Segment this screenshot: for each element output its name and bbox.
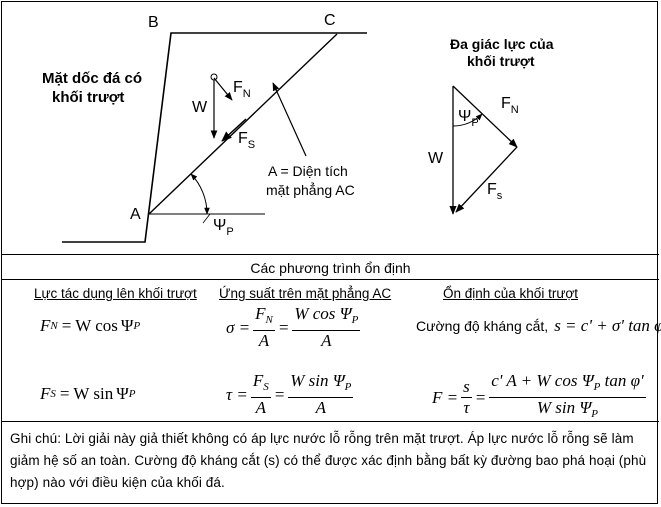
block-centroid [210, 73, 218, 81]
normal-force-vector [213, 77, 233, 101]
slope-title-line2: khối trượt [52, 89, 124, 106]
area-label-line2: mặt phẳng AC [266, 181, 355, 198]
forces-column-heading: Lực tác dụng lên khối trượt [34, 286, 197, 301]
equations-section-title: Các phương trình ổn định [250, 260, 411, 276]
polygon-angle-label: ΨP [458, 108, 479, 129]
polygon-weight-label: W [428, 150, 444, 167]
polygon-title-line1: Đa giác lực của [450, 36, 554, 52]
weight-label: W [192, 99, 208, 116]
shear-force-vector [221, 118, 247, 142]
shear-force-label: FS [238, 130, 255, 151]
dip-angle-arc [190, 173, 210, 215]
shear-strength-equation: Cường độ kháng cắt, s = c' + σ' tan φ' [416, 316, 661, 335]
polygon-normal-label: FN [501, 95, 519, 116]
area-leader-arrow [272, 82, 307, 157]
polygon-shear-vector [455, 146, 518, 213]
normal-force-label: FN [233, 79, 251, 100]
point-b-label: B [148, 14, 159, 31]
slope-title-line1: Mặt dốc đá có [42, 70, 142, 87]
polygon-normal-vector [452, 85, 518, 148]
angle-leader-line [202, 213, 211, 224]
stresses-column-heading: Ứng suất trên mặt phẳng AC [219, 286, 392, 301]
slope-profile-line [62, 32, 367, 243]
area-label-line1: A = Diện tích [268, 163, 348, 179]
diagram-separator [1, 254, 659, 255]
title-separator [1, 279, 659, 280]
sliding-plane-ac [148, 33, 338, 215]
point-a-label: A [130, 206, 141, 223]
polygon-shear-label: Fs [487, 181, 503, 202]
point-c-label: C [324, 12, 336, 29]
stability-column-heading: Ổn định của khối trượt [443, 286, 578, 301]
dip-angle-label: ΨP [213, 217, 234, 238]
polygon-angle-arc [452, 113, 483, 127]
slope-diagram: B C A Mặt dốc đá có khối trượt W FN FS A… [42, 12, 554, 243]
polygon-title-line2: khối trượt [467, 53, 535, 69]
note-separator [1, 421, 659, 422]
note-text: Ghi chú: Lời giải này giả thiết không có… [10, 431, 647, 490]
